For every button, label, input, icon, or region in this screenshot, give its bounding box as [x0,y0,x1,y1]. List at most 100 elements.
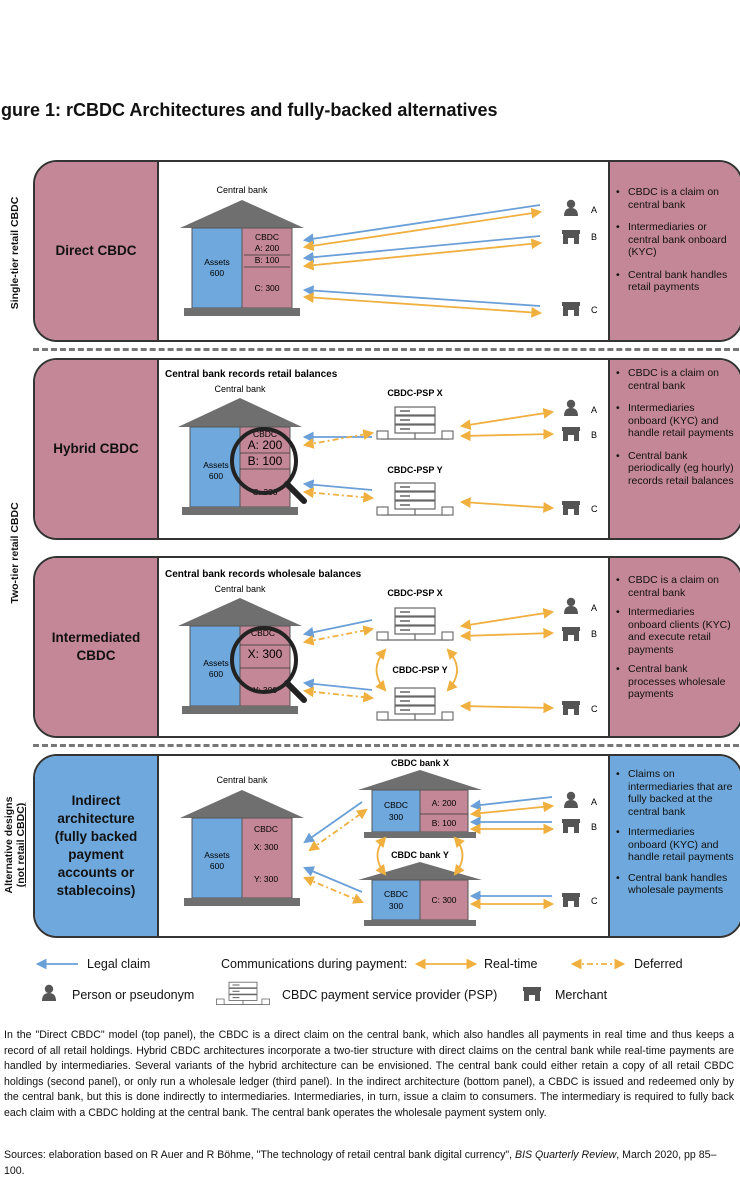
bullet: •Intermediaries onboard (KYC) and handle… [616,402,734,439]
magnifier-icon [230,626,298,694]
bank-x-label: CBDC bank X [391,758,449,768]
psp-server-icon [376,687,454,721]
central-bank-label: Central bank [214,584,266,594]
bullet: •Claims on intermediaries that are fully… [616,768,733,818]
panel-direct-label: Direct CBDC [35,162,159,340]
legal-claim-arrow [302,479,373,491]
user-label-b: B [591,232,597,242]
psp-y-label: CBDC-PSP Y [392,665,447,675]
ledger-entry-x: X: 300 [254,842,279,852]
legend-communications-label: Communications during payment: [221,957,408,971]
cbdc-label: CBDC [251,628,275,638]
user-label-c: C [591,704,598,714]
architecture-diagram: Central bank Assets 600 CBDC A: 200 B: 1… [35,185,626,1006]
panel-intermediated-bullets: •CBDC is a claim on central bank •Interm… [608,558,740,736]
legal-claim-arrow [302,678,373,691]
user-label-c: C [591,504,598,514]
bank-y-cbdc-value: 300 [389,901,403,911]
psp-server-icon [376,607,454,641]
assets-label: Assets [203,658,229,668]
bank-roof [358,862,482,880]
figure-sources: Sources: elaboration based on R Auer and… [4,1148,734,1179]
merchant-icon [562,819,580,833]
bank-x-account-a: A: 200 [432,798,457,808]
central-bank-label: Central bank [216,185,268,195]
bullet: •Intermediaries onboard (KYC) and handle… [616,826,734,863]
deferred-arrow [308,808,368,852]
realtime-arrow [459,700,555,714]
legend-legal-claim-label: Legal claim [87,957,151,971]
psp-x-label: CBDC-PSP X [387,588,442,598]
cbdc-label: CBDC [384,800,408,810]
ledger-entry-x: X: 300 [248,647,283,661]
user-label-c: C [591,896,598,906]
bank-x-cbdc-column [371,789,421,833]
assets-column [191,227,243,309]
bullet: •Central bank periodically (eg hourly) r… [616,449,734,487]
panel-intermediated-cbdc: Intermediated CBDC •CBDC is a claim on c… [33,556,740,738]
deferred-arrow [302,487,375,503]
realtime-arrow [375,648,387,692]
legend-psp-label: CBDC payment service provider (PSP) [282,988,498,1002]
merchant-icon [562,230,580,244]
figure-caption: In the "Direct CBDC" model (top panel), … [4,1029,734,1119]
section-divider [33,348,739,351]
legend-merchant-label: Merchant [555,988,608,1002]
bank-roof [178,598,302,626]
intermediated-header: Central bank records wholesale balances [165,569,362,580]
realtime-arrow [459,497,555,513]
panel-indirect-label: Indirect architecture (fully backed paym… [35,756,159,936]
user-label-a: A [591,205,597,215]
bullet: •Central bank handles wholesale payments [616,871,728,897]
panel-intermediated-label-line2: CBDC [76,648,116,663]
user-label-b: B [591,629,597,639]
realtime-arrow [453,836,465,876]
bank-x-accounts-column [419,789,469,833]
realtime-arrow [302,292,543,318]
legal-claim-arrow [302,204,541,245]
person-icon [564,791,578,808]
panel-hybrid-label: Hybrid CBDC [35,360,159,538]
bank-y-label: CBDC bank Y [391,850,449,860]
hybrid-header: Central bank records retail balances [165,369,338,380]
assets-label: Assets [204,257,230,267]
assets-value: 600 [209,471,223,481]
realtime-arrow [375,836,387,876]
bullet: •CBDC is a claim on central bank [616,186,720,211]
legend-person-icon [42,984,56,1001]
psp-server-icon [376,406,454,440]
assets-label: Assets [204,850,230,860]
realtime-arrow [302,238,543,271]
bank-base [184,308,300,316]
realtime-arrow [459,428,555,442]
bank-base [182,507,298,515]
panel-indirect-bullets: •Claims on intermediaries that are fully… [608,756,740,936]
central-bank-label: Central bank [214,384,266,394]
legend-realtime-label: Real-time [484,957,538,971]
assets-value: 600 [210,268,224,278]
bank-x-cbdc-value: 300 [389,812,403,822]
legal-claim-arrow [302,285,541,307]
cbdc-label: CBDC [255,232,279,242]
cbdc-label: CBDC [384,889,408,899]
ledger-entry-b: B: 100 [255,255,280,265]
legend-person-label: Person or pseudonym [72,988,195,1002]
ledger-entry-y: Y: 300 [254,874,278,884]
merchant-icon [562,427,580,441]
merchant-icon [562,701,580,715]
realtime-arrow [446,648,458,692]
panel-intermediated-label: Intermediated CBDC [35,558,159,736]
psp-y-label: CBDC-PSP Y [387,465,442,475]
legal-claim-arrow [303,866,363,893]
deferred-arrow [302,686,375,703]
assets-label: Assets [203,460,229,470]
bullet: •Central bank processes wholesale paymen… [616,663,726,700]
sources-suffix: , March 2020, pp 85–100. [4,1149,717,1177]
bullet: •Intermediaries onboard clients (KYC) an… [616,606,731,656]
bullet: •CBDC is a claim on central bank [616,367,720,392]
deferred-arrow [303,876,364,904]
magnifier-icon [230,427,298,495]
panel-direct-bullets: •CBDC is a claim on central bank •Interm… [608,162,740,340]
realtime-arrow [459,407,555,431]
merchant-icon [562,627,580,641]
